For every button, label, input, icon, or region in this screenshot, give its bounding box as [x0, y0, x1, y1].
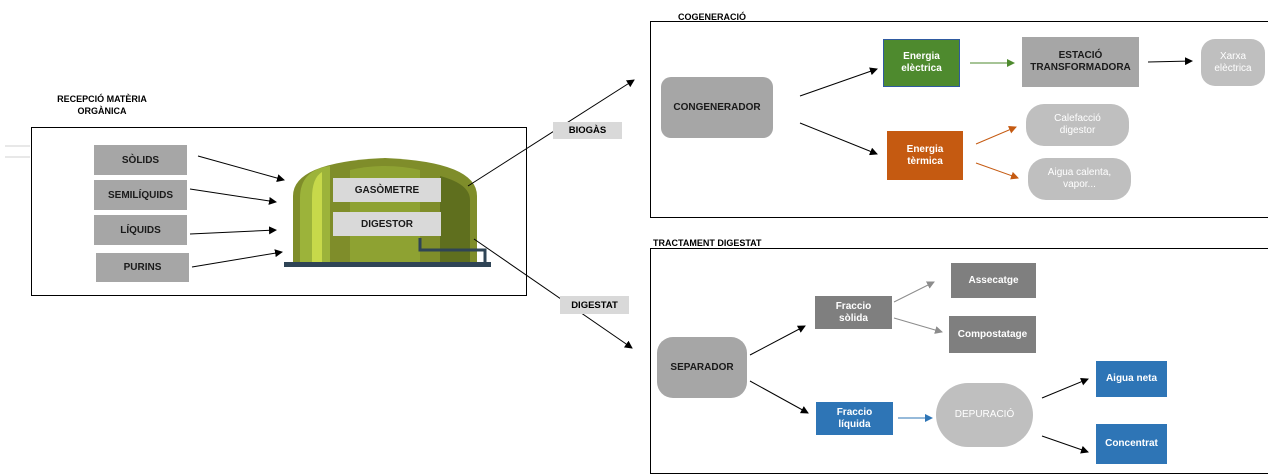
depuracio-node: DEPURACIÓ: [936, 383, 1033, 447]
fraccio-solida-line1: Fraccio: [835, 300, 872, 312]
reception-frame: [31, 127, 527, 296]
separador-node: SEPARADOR: [657, 337, 747, 398]
aigua-calenta-line1: Aigua calenta,: [1047, 167, 1112, 178]
energia-termica-line1: Energia: [906, 143, 944, 155]
digestor-label: DIGESTOR: [333, 212, 441, 236]
aigua-calenta-line2: vapor...: [1063, 179, 1096, 190]
xarxa-line2: elèctrica: [1214, 62, 1252, 74]
aigua-calenta-node: Aigua calenta,vapor...: [1028, 158, 1131, 200]
reception-title: RECEPCIÓ MATÈRIA ORGÀNICA: [47, 93, 157, 117]
fraccio-solida-line2: sòlida: [839, 312, 868, 324]
assecatge-node: Assecatge: [951, 263, 1036, 298]
input-solids: SÒLIDS: [94, 145, 187, 175]
reception-title-line1: RECEPCIÓ MATÈRIA: [57, 94, 147, 104]
cogeneracio-title: COGENERACIÓ: [678, 12, 747, 22]
digestat-tag: DIGESTAT: [560, 296, 629, 314]
congenerador-node: CONGENERADOR: [661, 77, 773, 138]
energia-electrica-line1: Energia: [903, 51, 940, 62]
gasometre-label: GASÒMETRE: [333, 178, 441, 202]
input-liquids: LÍQUIDS: [94, 215, 187, 245]
calefaccio-line1: Calefacció: [1054, 113, 1101, 124]
energia-termica-line2: tèrmica: [907, 155, 943, 167]
concentrat-node: Concentrat: [1096, 424, 1167, 464]
reception-title-line2: ORGÀNICA: [77, 106, 127, 116]
input-semiliquids: SEMILÍQUIDS: [94, 180, 187, 210]
fraccio-liquida-line1: Fraccio: [836, 406, 873, 418]
compostatage-node: Compostatage: [949, 316, 1036, 353]
energia-electrica-line2: elèctrica: [901, 63, 942, 74]
cogeneracio-frame: [650, 21, 1268, 218]
biogas-tag: BIOGÀS: [553, 122, 622, 139]
xarxa-line1: Xarxa: [1219, 50, 1247, 62]
fraccio-liquida-line2: líquida: [838, 418, 871, 430]
aigua-neta-node: Aigua neta: [1096, 361, 1167, 397]
estacio-line1: ESTACIÓ: [1058, 50, 1103, 61]
tractament-title: TRACTAMENT DIGESTAT: [653, 238, 762, 248]
estacio-line2: TRANSFORMADORA: [1030, 62, 1131, 73]
calefaccio-line2: digestor: [1059, 125, 1096, 136]
input-purins: PURINS: [96, 253, 189, 282]
